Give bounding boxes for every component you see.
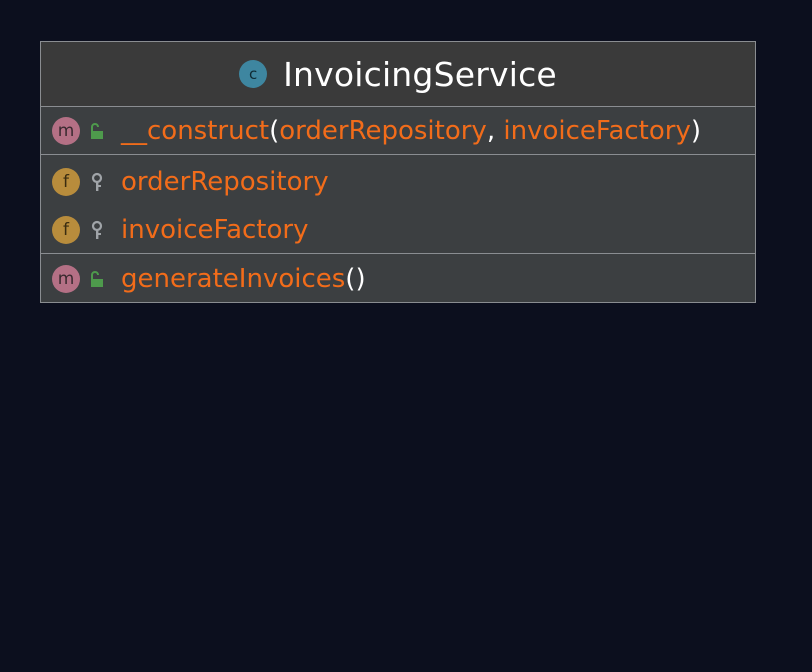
methods-section: m generateInvoices() (41, 255, 755, 302)
close-paren: ) (690, 116, 701, 146)
method-name: generateInvoices (121, 264, 346, 294)
param-invoice-factory: invoiceFactory (503, 116, 691, 146)
class-header: c InvoicingService (41, 42, 755, 107)
field-badge-icon: f (52, 216, 80, 244)
field-row: f orderRepository (41, 162, 755, 202)
class-box: c InvoicingService m __construct(orderRe… (40, 41, 756, 303)
fields-section: f orderRepository f invoiceFactory (41, 156, 755, 254)
class-name: InvoicingService (283, 54, 557, 94)
private-key-icon (91, 220, 103, 239)
method-badge-icon: m (52, 117, 80, 145)
method-row: m generateInvoices() (41, 259, 755, 299)
method-badge-icon: m (52, 265, 80, 293)
field-name: orderRepository (121, 167, 329, 197)
open-paren: ( (269, 116, 280, 146)
private-key-icon (91, 172, 103, 191)
public-unlocked-icon (91, 123, 103, 139)
class-icon: c (239, 60, 268, 88)
constructor-section: m __construct(orderRepository, invoiceFa… (41, 107, 755, 155)
method-parens: () (345, 264, 366, 294)
constructor-name: __construct (121, 116, 270, 146)
method-signature: generateInvoices() (121, 264, 366, 294)
field-badge-icon: f (52, 168, 80, 196)
param-separator: , (486, 116, 504, 146)
public-unlocked-icon (91, 271, 103, 287)
field-row: f invoiceFactory (41, 210, 755, 250)
field-name: invoiceFactory (121, 215, 309, 245)
param-order-repository: orderRepository (279, 116, 487, 146)
constructor-signature: __construct(orderRepository, invoiceFact… (121, 116, 701, 146)
constructor-row: m __construct(orderRepository, invoiceFa… (41, 111, 755, 151)
